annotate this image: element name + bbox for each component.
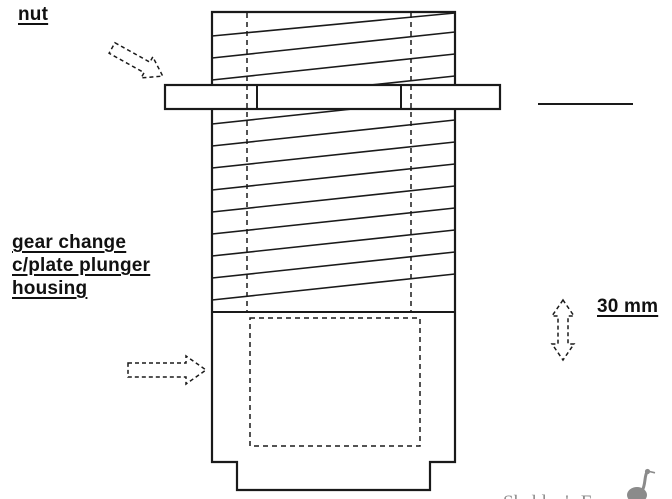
dimension-double-arrow [550, 298, 576, 362]
dimension-label: 30 mm [597, 296, 659, 317]
nut-label: nut [18, 4, 49, 25]
nut-bar [163, 83, 502, 111]
housing-label-line1: gear change [12, 232, 127, 253]
watermark: Sheldon's Emu [503, 468, 657, 499]
plunger-housing-outline [210, 10, 457, 492]
thread-hatching [211, 12, 456, 301]
emu-icon [626, 468, 655, 499]
hidden-cavity-rect [249, 317, 421, 447]
housing-label-line2: c/plate plunger [12, 255, 151, 276]
watermark-text: Sheldon's Emu [503, 492, 617, 499]
nut-pointer-arrow [108, 41, 164, 79]
housing-pointer-arrow [127, 354, 208, 386]
housing-label: gear change c/plate plunger housing [12, 231, 150, 300]
housing-label-line3: housing [12, 278, 88, 299]
